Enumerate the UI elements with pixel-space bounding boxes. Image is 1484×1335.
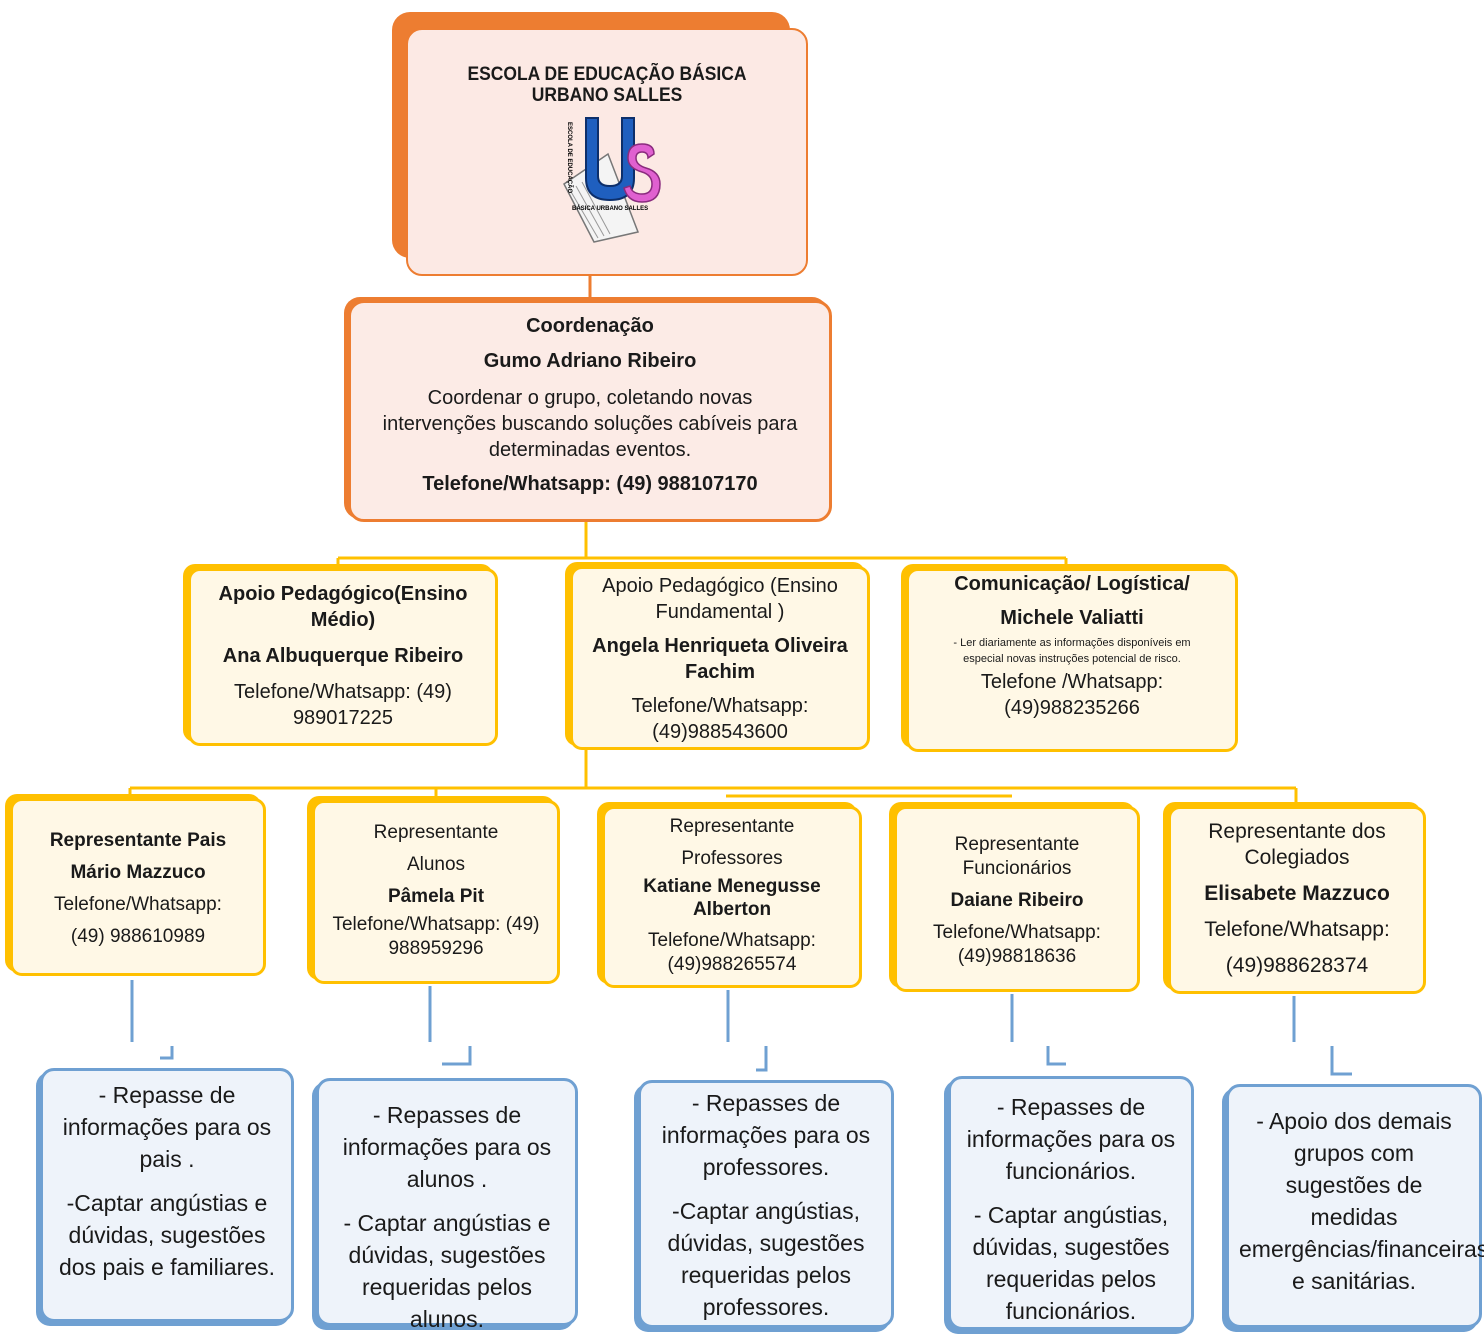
logo-letter-u — [585, 117, 635, 202]
support-phone: Telefone/Whatsapp: (49)988543600 — [631, 695, 809, 743]
rep-role: Representante Pais — [49, 830, 227, 851]
rep-name: Katiane Menegusse Alberton — [643, 876, 821, 920]
coordination-box: Coordenação Gumo Adriano Ribeiro Coorden… — [348, 300, 832, 522]
support-box-elementary: Apoio Pedagógico (Ensino Fundamental ) A… — [570, 566, 870, 750]
support-role: Apoio Pedagógico (Ensino Fundamental ) — [602, 575, 838, 623]
connector-hook-3 — [756, 1046, 768, 1072]
connector-hook-2 — [442, 1046, 472, 1066]
rep-role: Representante dos Colegiados — [1208, 820, 1386, 869]
rep-name: Daiane Ribeiro — [950, 890, 1084, 911]
coordination-description: Coordenar o grupo, coletando novas inter… — [382, 387, 798, 461]
rep-name: Pâmela Pit — [387, 886, 485, 907]
task-box-staff: - Repasses de informações para os funcio… — [948, 1076, 1194, 1330]
rep-phone: 988959296 — [388, 938, 484, 959]
support-phone: Telefone /Whatsapp: (49)988235266 — [980, 671, 1164, 719]
support-name: Ana Albuquerque Ribeiro — [222, 645, 464, 667]
rep-phone-label: Telefone/Whatsapp: — [648, 930, 816, 951]
connector-hook-4 — [1046, 1046, 1066, 1066]
header-box: ESCOLA DE EDUCAÇÃO BÁSICA URBANO SALLES … — [406, 28, 808, 276]
support-box-communication: Comunicação/ Logística/ Michele Valiatti… — [906, 568, 1238, 752]
task-item: -Captar angústias e dúvidas, sugestões d… — [58, 1190, 276, 1280]
task-item: - Captar angústias, dúvidas, sugestões r… — [972, 1202, 1170, 1324]
connector-hook-1 — [160, 1046, 174, 1060]
coordination-phone: Telefone/Whatsapp: (49) 988107170 — [422, 473, 758, 495]
coordination-role: Coordenação — [526, 315, 654, 337]
logo-letter-s — [623, 143, 661, 203]
school-logo: ESCOLA DE EDUCAÇÃO BÁSICA URBANO SALLES — [563, 117, 661, 243]
task-box-students: - Repasses de informações para os alunos… — [316, 1078, 578, 1332]
support-box-high-school: Apoio Pedagógico(Ensino Médio) Ana Albuq… — [188, 568, 498, 746]
rep-name: Elisabete Mazzuco — [1204, 882, 1390, 905]
rep-name: Mário Mazzuco — [70, 862, 206, 883]
rep-box-teachers: Representante Professores Katiane Menegu… — [602, 806, 862, 988]
task-item: - Repasses de informações para os profes… — [661, 1090, 871, 1180]
rep-box-parents: Representante Pais Mário Mazzuco Telefon… — [10, 798, 266, 976]
task-item: - Captar angústias e dúvidas, sugestões … — [343, 1210, 551, 1332]
rep-phone: (49)988628374 — [1225, 954, 1369, 977]
task-item: - Repasses de informações para os alunos… — [342, 1102, 552, 1192]
support-note: - Ler diariamente as informações disponí… — [953, 637, 1191, 665]
task-box-teachers: - Repasses de informações para os profes… — [638, 1080, 894, 1328]
rep-role: Representante Alunos — [373, 822, 499, 875]
connector-hook-5 — [1330, 1046, 1352, 1076]
logo-bottom-text: BÁSICA URBANO SALLES — [572, 205, 648, 212]
task-item: - Apoio dos demais grupos com sugestões … — [1239, 1108, 1484, 1294]
rep-phone-label: Telefone/Whatsapp: — [933, 922, 1101, 943]
support-role: Comunicação/ Logística/ — [954, 573, 1190, 595]
support-name: Michele Valiatti — [1000, 607, 1144, 629]
rep-phone: (49) 988610989 — [70, 926, 206, 947]
rep-box-councils: Representante dos Colegiados Elisabete M… — [1168, 806, 1426, 994]
task-item: - Repasse de informações para os pais . — [62, 1082, 272, 1172]
rep-role: Representante Professores — [669, 816, 795, 869]
task-item: - Repasses de informações para os funcio… — [966, 1094, 1176, 1184]
rep-phone-label: Telefone/Whatsapp: — [54, 894, 222, 915]
rep-box-students: Representante Alunos Pâmela Pit Telefone… — [312, 800, 560, 984]
rep-phone: (49)98818636 — [957, 946, 1077, 967]
logo-side-text: ESCOLA DE EDUCAÇÃO — [566, 122, 573, 193]
support-phone: Telefone/Whatsapp: (49) 989017225 — [234, 681, 452, 729]
rep-phone-label: Telefone/Whatsapp: (49) — [332, 914, 540, 935]
rep-phone-label: Telefone/Whatsapp: — [1204, 918, 1390, 941]
coordination-name: Gumo Adriano Ribeiro — [483, 350, 697, 372]
rep-box-staff: Representante Funcionários Daiane Ribeir… — [894, 806, 1140, 992]
task-item: -Captar angústias, dúvidas, sugestões re… — [667, 1198, 865, 1320]
task-box-councils: - Apoio dos demais grupos com sugestões … — [1226, 1084, 1484, 1328]
school-name: ESCOLA DE EDUCAÇÃO BÁSICA URBANO SALLES — [467, 64, 747, 106]
support-role: Apoio Pedagógico(Ensino Médio) — [218, 583, 468, 631]
rep-phone: (49)988265574 — [667, 954, 797, 975]
support-name: Angela Henriqueta Oliveira Fachim — [592, 635, 848, 683]
task-box-parents: - Repasse de informações para os pais . … — [40, 1068, 294, 1322]
rep-role: Representante Funcionários — [954, 834, 1080, 879]
